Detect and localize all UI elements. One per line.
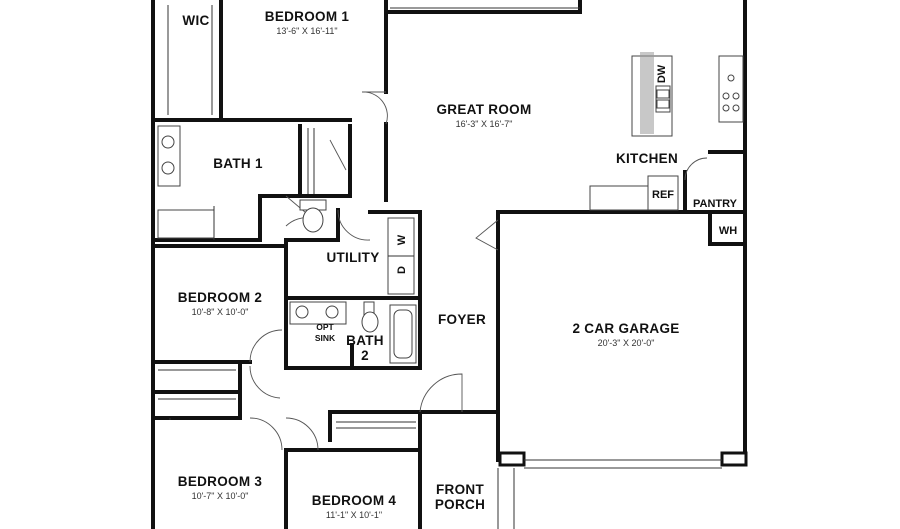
room-label-wic: WIC — [182, 13, 209, 28]
room-label-opt-sink-line1: OPT — [316, 322, 334, 332]
room-dims-bedroom-2: 10'-8" X 10'-0" — [192, 307, 249, 317]
toilet-icon — [361, 301, 379, 333]
fixtures — [161, 74, 735, 333]
room-label-great-room: GREAT ROOM — [437, 102, 532, 117]
sink-icon — [161, 161, 175, 175]
room-label-bedroom-4: BEDROOM 4 — [312, 493, 397, 508]
room-label-utility: UTILITY — [326, 250, 379, 265]
sink-icon — [295, 305, 309, 319]
room-label-bath-1: BATH 1 — [213, 156, 263, 171]
room-dims-bedroom-4: 11'-1" X 10'-1" — [326, 510, 382, 520]
kitchen-sink-icon — [656, 89, 670, 109]
room-label-front-porch-line2: PORCH — [435, 497, 485, 512]
room-label-bath-2-line1: BATH — [346, 333, 384, 348]
room-dims-bedroom-1: 13'-6" X 16'-11" — [276, 26, 337, 36]
room-label-bedroom-1: BEDROOM 1 — [265, 9, 350, 24]
room-dims-garage: 20'-3" X 20'-0" — [598, 338, 655, 348]
stove-icon — [727, 74, 735, 82]
refrigerator-label: REF — [652, 189, 674, 201]
fixture-labels: DW REF PANTRY WH W D — [396, 64, 738, 274]
room-label-garage: 2 CAR GARAGE — [572, 321, 679, 336]
doors — [249, 91, 708, 451]
room-label-bedroom-3: BEDROOM 3 — [178, 474, 263, 489]
pantry-label: PANTRY — [693, 198, 738, 210]
room-label-front-porch-line1: FRONT — [436, 482, 484, 497]
washer-label: W — [396, 234, 408, 245]
toilet-icon — [299, 199, 327, 233]
room-label-kitchen: KITCHEN — [616, 151, 678, 166]
interior-details — [157, 5, 744, 529]
dryer-label: D — [396, 266, 408, 274]
room-dims-bedroom-3: 10'-7" X 10'-0" — [192, 491, 249, 501]
room-dims-great-room: 16'-3" X 16'-7" — [456, 119, 513, 129]
room-labels: WIC BEDROOM 1 13'-6" X 16'-11" GREAT ROO… — [178, 9, 679, 520]
room-label-bath-2-line2: 2 — [361, 348, 369, 363]
sink-icon — [161, 135, 175, 149]
walls — [151, 0, 748, 529]
sink-icon — [325, 305, 339, 319]
room-label-bedroom-2: BEDROOM 2 — [178, 290, 262, 305]
water-heater-label: WH — [719, 225, 737, 237]
room-label-opt-sink-line2: SINK — [315, 333, 336, 343]
dishwasher-label: DW — [656, 64, 668, 83]
room-label-foyer: FOYER — [438, 312, 486, 327]
